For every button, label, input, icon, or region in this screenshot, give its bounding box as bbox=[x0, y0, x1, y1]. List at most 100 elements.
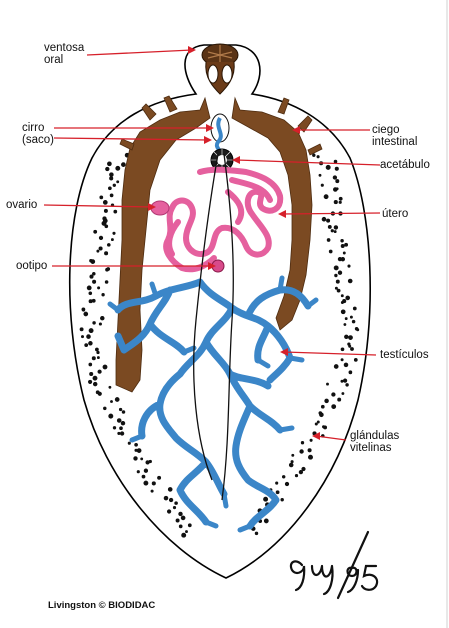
vitelline-gland-dot bbox=[149, 460, 152, 463]
vitelline-gland-dot bbox=[97, 250, 99, 252]
vitelline-gland-dot bbox=[339, 201, 342, 204]
vitelline-gland-dot bbox=[169, 498, 173, 502]
vitelline-gland-dot bbox=[336, 188, 338, 190]
vitelline-gland-dot bbox=[137, 449, 141, 453]
vitelline-gland-dot bbox=[327, 238, 330, 241]
vitelline-gland-dot bbox=[105, 167, 109, 171]
vitelline-gland-dot bbox=[348, 336, 352, 340]
vitelline-gland-dot bbox=[329, 250, 332, 253]
vitelline-gland-dot bbox=[89, 300, 92, 303]
vitelline-gland-dot bbox=[338, 398, 341, 401]
vitelline-gland-dot bbox=[84, 312, 88, 316]
vitelline-gland-dot bbox=[97, 356, 99, 358]
vitelline-gland-dot bbox=[116, 166, 120, 170]
vitelline-gland-dot bbox=[95, 348, 98, 351]
vitelline-gland-dot bbox=[346, 296, 350, 300]
label-ciego-intestinal: ciego intestinal bbox=[372, 124, 417, 148]
label-testiculos: testículos bbox=[380, 349, 429, 361]
vitelline-gland-dot bbox=[102, 293, 105, 296]
vitelline-gland-dot bbox=[107, 243, 110, 246]
vitelline-gland-dot bbox=[110, 400, 112, 402]
vitelline-gland-dot bbox=[118, 432, 121, 435]
vitelline-gland-dot bbox=[324, 195, 328, 199]
vitelline-gland-dot bbox=[103, 217, 107, 221]
vitelline-gland-dot bbox=[87, 335, 91, 339]
vitelline-gland-dot bbox=[114, 210, 117, 213]
vitelline-gland-dot bbox=[113, 232, 116, 235]
vitelline-gland-dot bbox=[103, 407, 106, 410]
label-ventosa-oral: ventosa oral bbox=[44, 42, 84, 66]
vitelline-gland-dot bbox=[99, 247, 102, 250]
vitelline-gland-dot bbox=[97, 287, 99, 289]
vitelline-gland-dot bbox=[103, 200, 107, 204]
label-ovario: ovario bbox=[6, 199, 37, 211]
vitelline-gland-dot bbox=[341, 348, 344, 351]
vitelline-gland-dot bbox=[326, 165, 330, 169]
vitelline-gland-dot bbox=[332, 404, 336, 408]
vitelline-gland-dot bbox=[182, 533, 186, 537]
vitelline-gland-dot bbox=[164, 496, 168, 500]
vitelline-gland-dot bbox=[89, 292, 92, 295]
vitelline-gland-dot bbox=[344, 335, 348, 339]
vitelline-gland-dot bbox=[345, 317, 347, 319]
label-ootipo: ootipo bbox=[16, 260, 47, 272]
vitelline-gland-dot bbox=[111, 238, 113, 240]
vitelline-gland-dot bbox=[263, 497, 267, 501]
vitelline-gland-dot bbox=[332, 393, 336, 397]
vitelline-gland-dot bbox=[92, 299, 95, 302]
vitelline-gland-dot bbox=[121, 421, 125, 425]
vitelline-gland-dot bbox=[321, 184, 324, 187]
vitelline-gland-dot bbox=[255, 532, 258, 535]
vitelline-gland-dot bbox=[341, 380, 343, 382]
vitelline-gland-dot bbox=[96, 391, 99, 394]
vitelline-gland-dot bbox=[336, 179, 339, 182]
vitelline-gland-dot bbox=[85, 344, 88, 347]
vitelline-gland-dot bbox=[341, 295, 343, 297]
vitelline-gland-dot bbox=[353, 307, 356, 310]
vitelline-gland-dot bbox=[151, 490, 153, 492]
vitelline-gland-dot bbox=[168, 487, 172, 491]
vitelline-gland-dot bbox=[289, 463, 293, 467]
vitelline-gland-dot bbox=[275, 482, 278, 485]
vitelline-gland-dot bbox=[100, 196, 103, 199]
vitelline-gland-dot bbox=[350, 347, 353, 350]
vitelline-gland-dot bbox=[167, 510, 171, 514]
vitelline-gland-dot bbox=[336, 280, 339, 283]
vitelline-gland-dot bbox=[352, 320, 355, 323]
vitelline-gland-dot bbox=[281, 498, 284, 501]
vitelline-gland-dot bbox=[120, 432, 124, 436]
vitelline-gland-dot bbox=[295, 474, 298, 477]
vitelline-gland-dot bbox=[344, 363, 348, 367]
vitelline-gland-dot bbox=[104, 209, 107, 212]
vitelline-gland-dot bbox=[157, 476, 160, 479]
vitelline-gland-dot bbox=[335, 287, 337, 289]
vitelline-gland-dot bbox=[88, 380, 92, 384]
vitelline-gland-dot bbox=[341, 359, 343, 361]
vitelline-gland-dot bbox=[321, 405, 324, 408]
vitelline-gland-dot bbox=[341, 310, 345, 314]
vitelline-gland-dot bbox=[325, 399, 329, 403]
vitelline-gland-dot bbox=[338, 257, 342, 261]
vitelline-gland-dot bbox=[179, 512, 183, 516]
vitelline-gland-dot bbox=[93, 321, 96, 324]
vitelline-gland-dot bbox=[97, 351, 100, 354]
vitelline-gland-dot bbox=[344, 323, 346, 325]
vitelline-gland-dot bbox=[334, 200, 338, 204]
vitelline-gland-dot bbox=[299, 470, 303, 474]
vitelline-gland-dot bbox=[173, 506, 176, 509]
vitelline-gland-dot bbox=[302, 467, 306, 471]
vitelline-gland-dot bbox=[355, 327, 358, 330]
vitelline-gland-dot bbox=[188, 524, 191, 527]
vitelline-gland-dot bbox=[348, 265, 351, 268]
vitelline-gland-dot bbox=[113, 184, 116, 187]
vitelline-gland-dot bbox=[341, 301, 343, 303]
vitelline-gland-dot bbox=[338, 271, 342, 275]
vitelline-gland-dot bbox=[349, 371, 352, 374]
vitelline-gland-dot bbox=[328, 225, 331, 228]
vitelline-gland-dot bbox=[282, 475, 285, 478]
vitelline-gland-dot bbox=[105, 225, 108, 228]
vitelline-gland-dot bbox=[119, 408, 122, 411]
vitelline-gland-dot bbox=[348, 343, 351, 346]
vitelline-gland-dot bbox=[301, 441, 304, 444]
